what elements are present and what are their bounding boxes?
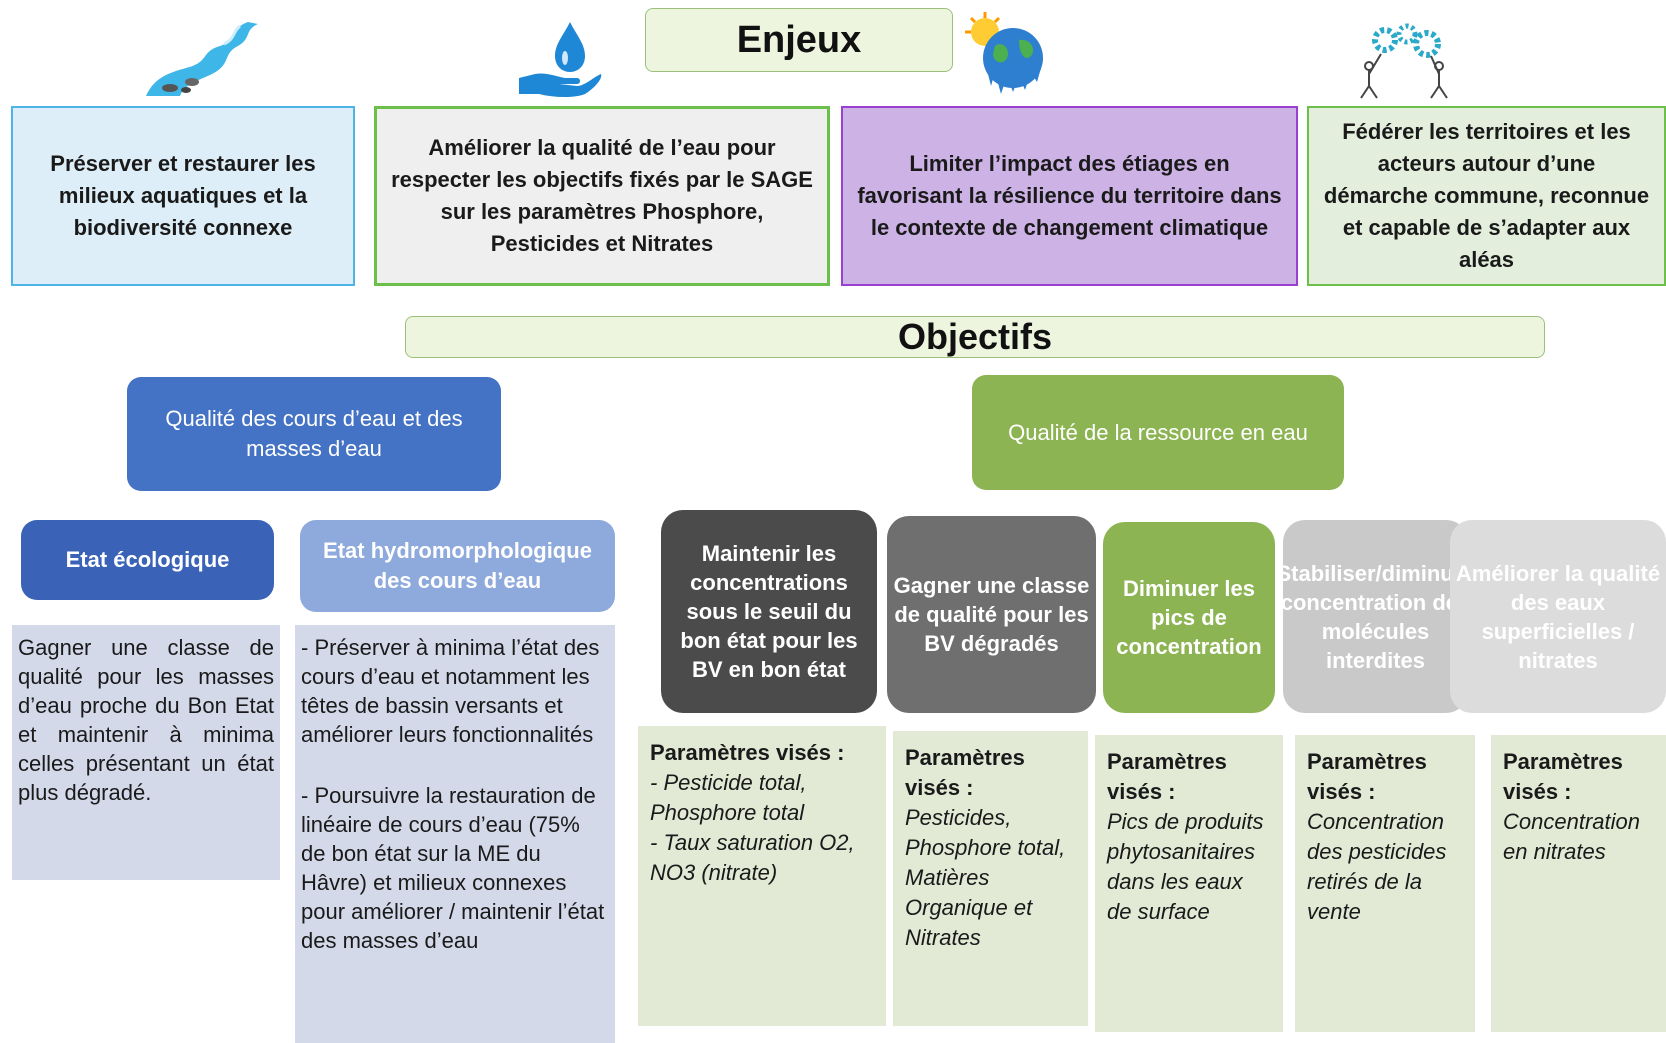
params-title: Paramètres visés :	[905, 745, 1025, 800]
params-ameliorer-nitrates: Paramètres visés : Concentration en nitr…	[1491, 735, 1666, 1032]
enjeu-etiages: Limiter l’impact des étiages en favorisa…	[841, 106, 1298, 286]
desc-etat-ecologique-text: Gagner une classe de qualité pour les ma…	[18, 635, 274, 805]
desc-etat-hydro-1: - Préserver à minima l’état des cours d’…	[301, 635, 600, 747]
sub-etat-hydromorphologique: Etat hydromorphologique des cours d’eau	[300, 520, 615, 612]
params-title: Paramètres visés :	[1307, 749, 1427, 804]
params-maintenir: Paramètres visés : - Pesticide total, Ph…	[638, 726, 886, 1026]
melting-earth-icon	[963, 10, 1053, 100]
params-diminuer-pics: Paramètres visés : Pics de produits phyt…	[1095, 735, 1283, 1032]
objectif-diminuer-pics: Diminuer les pics de concentration	[1103, 522, 1275, 713]
category-cours-eau: Qualité des cours d’eau et des masses d’…	[127, 377, 501, 491]
param-item: Concentration en nitrates	[1503, 809, 1640, 864]
params-title: Paramètres visés :	[650, 740, 845, 765]
params-title: Paramètres visés :	[1503, 749, 1623, 804]
category-ressource: Qualité de la ressource en eau	[972, 375, 1344, 490]
desc-etat-hydro-2: - Poursuivre la restauration de linéaire…	[301, 783, 605, 953]
enjeu-qualite-eau: Améliorer la qualité de l’eau pour respe…	[374, 106, 830, 286]
param-item: Concentration des pesticides retirés de …	[1307, 809, 1447, 924]
gears-people-icon	[1345, 20, 1455, 100]
objectif-gagner-classe: Gagner une classe de qualité pour les BV…	[887, 516, 1096, 713]
params-gagner-classe: Paramètres visés : Pesticides, Phosphore…	[893, 731, 1088, 1026]
param-item: - Taux saturation O2, NO3 (nitrate)	[650, 830, 855, 885]
desc-etat-ecologique: Gagner une classe de qualité pour les ma…	[12, 625, 280, 880]
param-item: - Pesticide total, Phosphore total	[650, 770, 807, 825]
params-stabiliser: Paramètres visés : Concentration des pes…	[1295, 735, 1475, 1032]
param-item: Pesticides, Phosphore total, Matières Or…	[905, 805, 1066, 950]
water-drop-hand-icon	[515, 18, 605, 98]
objectif-ameliorer-nitrates: Améliorer la qualité des eaux superficie…	[1450, 520, 1666, 713]
enjeu-milieux-aquatiques: Préserver et restaurer les milieux aquat…	[11, 106, 355, 286]
objectif-maintenir: Maintenir les concentrations sous le seu…	[661, 510, 877, 713]
objectifs-heading: Objectifs	[405, 316, 1545, 358]
desc-etat-hydro: - Préserver à minima l’état des cours d’…	[295, 625, 615, 1043]
river-icon	[140, 18, 260, 98]
objectif-stabiliser: Stabiliser/diminuer concentration des mo…	[1283, 520, 1468, 713]
params-title: Paramètres visés :	[1107, 749, 1227, 804]
param-item: Pics de produits phytosanitaires dans le…	[1107, 809, 1264, 924]
enjeu-federer: Fédérer les territoires et les acteurs a…	[1307, 106, 1666, 286]
sub-etat-ecologique: Etat écologique	[21, 520, 274, 600]
enjeux-heading: Enjeux	[645, 8, 953, 72]
